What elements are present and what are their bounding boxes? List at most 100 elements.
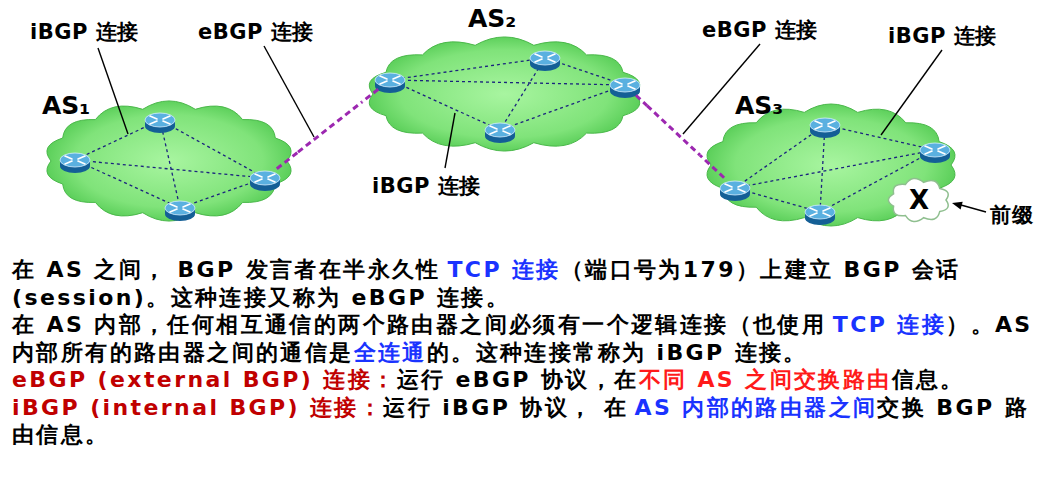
node-label-wrap: AS₂ [468, 4, 516, 33]
router-icon [165, 201, 195, 221]
as-cloud: AS₃X [700, 100, 962, 230]
cloud-outline [369, 37, 640, 151]
router-icon [810, 118, 840, 138]
router-arrow [925, 146, 932, 149]
ebgp-stub [277, 152, 298, 169]
cloud-outline [888, 178, 948, 221]
text-segment: 全连通 [354, 340, 427, 365]
router-arrow [548, 59, 555, 62]
node-label-wrap: AS₃ [735, 91, 783, 120]
router-arrow [810, 213, 817, 216]
text-segment: TCP 连接 [447, 257, 560, 282]
router-icon [60, 153, 90, 173]
callout-wrap: eBGP 连接 [702, 16, 818, 44]
text-segment: eBGP (external BGP) 连接： [12, 367, 397, 392]
router-top [810, 118, 840, 132]
router-arrow [170, 209, 177, 212]
router-arrow [268, 179, 275, 182]
text-segment: 在 AS 之间， BGP 发言者在半永久性 [12, 257, 441, 282]
callout-label: iBGP 连接 [30, 20, 139, 44]
router-icon [610, 78, 640, 98]
router-icon [485, 123, 515, 143]
ibgp-mesh-line [825, 125, 935, 150]
router-arrow [815, 126, 822, 129]
as-label: AS₁ [42, 91, 90, 120]
router-arrow [535, 54, 542, 57]
router-arrow [78, 161, 85, 164]
text-segment: TCP 连接 [833, 312, 946, 337]
node-label-wrap: AS₁ [42, 91, 90, 120]
as-label: AS₃ [735, 91, 783, 120]
router-arrow [725, 184, 732, 187]
callout-wrap: iBGP 连接 [888, 22, 997, 50]
router-arrow [150, 116, 157, 119]
ibgp-mesh-line [390, 80, 625, 85]
router-arrow [938, 151, 945, 154]
leader-line [881, 50, 942, 135]
router-icon [530, 51, 560, 71]
router-arrow [828, 126, 835, 129]
router-arrow [183, 204, 190, 207]
router-arrow [170, 204, 177, 207]
router-arrow [393, 76, 400, 79]
router-arrow [823, 213, 830, 216]
router-top [375, 73, 405, 87]
paragraph: 在 AS 之间， BGP 发言者在半永久性TCP 连接（端口号为179）上建立 … [12, 256, 1047, 311]
leader-line [445, 113, 455, 168]
router-arrow [738, 189, 745, 192]
cloud-shape [362, 33, 647, 155]
node-label-wrap: X [885, 175, 953, 225]
ibgp-mesh-line [820, 125, 825, 212]
ebgp-stub [636, 95, 647, 105]
router-arrow [163, 116, 170, 119]
leader-lines [98, 44, 986, 212]
router-top [530, 51, 560, 65]
router-icon [720, 181, 750, 201]
router-arrow [150, 121, 157, 124]
router-arrow [815, 121, 822, 124]
router-icon [145, 113, 175, 133]
ibgp-mesh-line [500, 85, 625, 130]
callout-label: eBGP 连接 [198, 20, 314, 44]
callout-wrap: iBGP 连接 [30, 18, 139, 46]
text-segment: 的。这种连接常称为 iBGP 连接。 [427, 340, 808, 365]
router-arrow [503, 126, 510, 129]
ibgp-mesh-line [735, 125, 825, 188]
router-arrow [823, 208, 830, 211]
router-arrow [65, 156, 72, 159]
ibgp-mesh-line [160, 120, 180, 208]
router-arrow [725, 189, 732, 192]
callout-wrap: iBGP 连接 [372, 172, 481, 200]
as-label: X [909, 185, 929, 215]
arrow-head [952, 202, 963, 210]
ibgp-mesh-line [735, 150, 935, 188]
callout-wrap: eBGP 连接 [198, 18, 314, 46]
leader-line [98, 48, 128, 134]
text-segment: 不同 AS 之间交换路由 [639, 367, 892, 392]
text-segment: iBGP (internal BGP) 连接： [12, 395, 383, 420]
ibgp-mesh-line [390, 58, 545, 80]
as-cloud: AS₂ [362, 33, 647, 155]
callout-label: iBGP 连接 [888, 24, 997, 48]
ibgp-mesh-line [75, 160, 180, 208]
paragraph: 在 AS 内部，任何相互通信的两个路由器之间必须有一个逻辑连接（也使用TCP 连… [12, 311, 1047, 366]
router-arrow [925, 151, 932, 154]
router-top [805, 205, 835, 219]
router-arrow [78, 156, 85, 159]
router-icon [250, 171, 280, 191]
router-top [250, 171, 280, 185]
router-top [60, 153, 90, 167]
router-arrow [490, 131, 497, 134]
router-icon [805, 205, 835, 225]
router-arrow [183, 209, 190, 212]
prefix-cloud: X [885, 175, 953, 225]
router-arrow [490, 126, 497, 129]
router-top [720, 181, 750, 195]
router-icon [375, 73, 405, 93]
router-arrow [738, 184, 745, 187]
router-arrow [810, 208, 817, 211]
leader-line [264, 46, 314, 137]
text-segment: 运行 eBGP 协议，在 [397, 367, 639, 392]
paragraph: iBGP (internal BGP) 连接：运行 iBGP 协议， 在AS 内… [12, 394, 1047, 449]
